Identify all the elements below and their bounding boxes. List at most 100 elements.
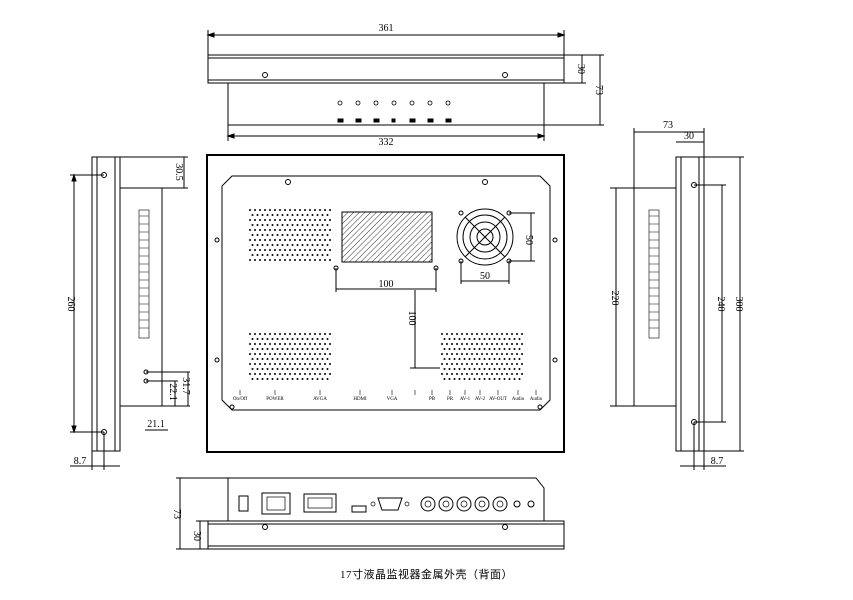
vent-hole	[266, 358, 269, 360]
vent-hole	[286, 368, 289, 370]
vent-hole	[274, 353, 276, 355]
vent-hole	[321, 244, 324, 246]
vent-hole	[478, 348, 481, 350]
vent-hole	[481, 343, 483, 345]
vent-hole	[249, 219, 251, 221]
vent-hole	[281, 214, 284, 216]
vent-hole	[299, 373, 301, 375]
vent-hole	[441, 373, 443, 375]
vent-hole	[291, 224, 294, 226]
vent-hole	[471, 363, 473, 365]
vent-hole	[491, 353, 493, 355]
screw-hole	[262, 72, 268, 78]
vent-hole	[304, 353, 306, 355]
vent-hole	[506, 353, 508, 355]
vent-hole	[329, 239, 331, 241]
vent-hole	[314, 363, 316, 365]
vent-hole	[461, 363, 463, 365]
vent-hole	[284, 259, 286, 261]
left-bezel	[91, 156, 121, 452]
vent-hole	[476, 343, 478, 345]
vent-hole	[284, 343, 286, 345]
vent-hole	[294, 219, 296, 221]
vent-hole	[314, 259, 316, 261]
vent-hole	[491, 363, 493, 365]
vent-hole	[314, 343, 316, 345]
vent-hole	[299, 343, 301, 345]
vent-hole	[291, 368, 294, 370]
vent-hole	[446, 363, 448, 365]
vent-hole	[488, 378, 491, 380]
vent-hole	[453, 358, 456, 360]
vent-hole	[458, 348, 461, 350]
dim-right-depth-front: 30	[684, 131, 694, 142]
dim-right-height-inner: 220	[609, 291, 620, 306]
vent-hole	[301, 368, 304, 370]
vent-hole	[329, 373, 331, 375]
vent-hole	[306, 338, 309, 340]
vent-hole	[324, 333, 326, 335]
vent-hole	[324, 259, 326, 261]
vent-hole	[249, 343, 251, 345]
vent-hole	[279, 209, 281, 211]
vent-hole	[491, 343, 493, 345]
dim-top-inner-width: 332	[379, 137, 394, 148]
bottom-bezel	[207, 520, 565, 550]
vent-hole	[311, 254, 314, 256]
vent-hole	[324, 209, 326, 211]
dim-left-small-b: 31.7	[180, 377, 191, 395]
vent-hole	[451, 373, 453, 375]
vent-hole	[304, 259, 306, 261]
vent-hole	[254, 229, 256, 231]
vent-hole	[299, 249, 301, 251]
vent-hole	[481, 333, 483, 335]
port-label: AVGA	[313, 397, 327, 402]
vent-hole	[274, 343, 276, 345]
vent-hole	[468, 368, 471, 370]
vent-hole	[311, 378, 314, 380]
vent-hole	[296, 338, 299, 340]
vent-hole	[481, 363, 483, 365]
vent-hole	[281, 358, 284, 360]
vent-hole	[264, 219, 266, 221]
vent-hole	[326, 368, 329, 370]
vent-hole	[249, 249, 251, 251]
audio-jack	[527, 500, 535, 508]
vent-hole	[254, 333, 256, 335]
vent-hole	[281, 338, 284, 340]
vent-hole	[274, 249, 276, 251]
vent-hole	[301, 378, 304, 380]
vent-hole	[316, 338, 319, 340]
vent-hole	[453, 338, 456, 340]
vent-hole	[513, 358, 516, 360]
vent-hole	[286, 234, 289, 236]
vent-hole	[271, 214, 274, 216]
vent-hole	[269, 239, 271, 241]
vent-hole	[271, 378, 274, 380]
vent-hole	[441, 333, 443, 335]
vent-hole	[294, 249, 296, 251]
vent-hole	[284, 209, 286, 211]
vent-hole	[249, 209, 251, 211]
vent-hole	[296, 244, 299, 246]
vent-hole	[286, 348, 289, 350]
vent-hole	[316, 234, 319, 236]
vent-hole	[458, 378, 461, 380]
vent-hole	[486, 343, 488, 345]
vent-hole	[294, 239, 296, 241]
port-label: AV-2	[475, 397, 486, 402]
vent-hole	[266, 348, 269, 350]
vent-hole	[448, 378, 451, 380]
vent-hole	[503, 368, 506, 370]
vent-hole	[326, 378, 329, 380]
vent-hole	[261, 234, 264, 236]
vent-hole	[304, 239, 306, 241]
vent-hole	[324, 219, 326, 221]
vent-hole	[491, 373, 493, 375]
vent-hole	[483, 378, 486, 380]
vent-hole	[261, 244, 264, 246]
vent-hole	[456, 363, 458, 365]
port-label: Audio	[512, 397, 525, 402]
vent-hole	[296, 378, 299, 380]
top-port-row	[337, 100, 451, 106]
